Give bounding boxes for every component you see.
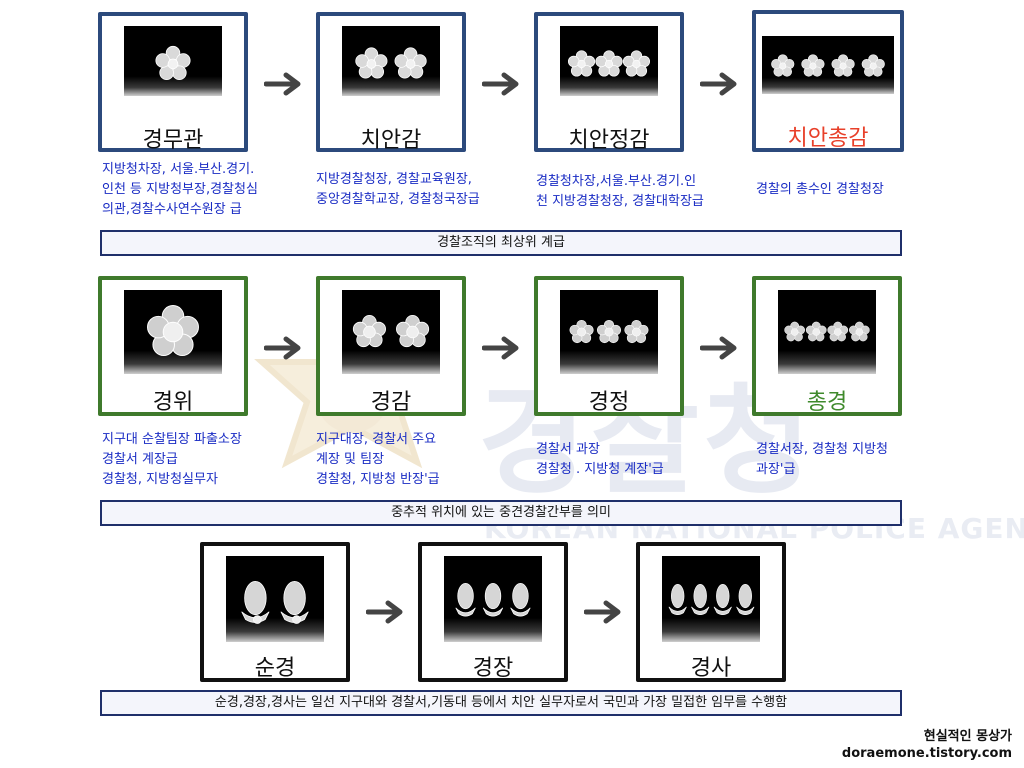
rank-desc-chianchonggam: 경찰의 총수인 경찰청장 bbox=[756, 180, 884, 200]
desc-line: 지구대장, 경찰서 주요 bbox=[316, 432, 437, 447]
insignia-2-diamond-blossom-icon bbox=[352, 314, 430, 348]
rank-desc-gyeonggam: 지구대장, 경찰서 주요 계장 및 팀장 경찰청, 지방청 반장'급 bbox=[316, 430, 440, 490]
rank-label: 경무관 bbox=[142, 128, 204, 153]
rank-label: 순경 bbox=[254, 656, 296, 681]
rank-desc-gyeongjeong: 경찰서 과장 경찰청 . 지방청 계장'급 bbox=[536, 440, 664, 480]
insignia-photo bbox=[444, 556, 542, 642]
rank-card-gyeongjeong: 경정 bbox=[534, 276, 684, 416]
rank-label: 경장 bbox=[472, 656, 514, 681]
rank-card-sungyeong: 순경 bbox=[200, 542, 350, 682]
arrow-right-icon bbox=[366, 600, 403, 624]
insignia-photo bbox=[342, 290, 440, 374]
desc-line: 의관,경찰수사연수원장 급 bbox=[102, 202, 242, 217]
rank-desc-gyeongwi: 지구대 순찰팀장 파출소장 경찰서 계장급 경찰청, 지방청실무자 bbox=[102, 430, 242, 490]
desc-line: 경찰서장, 경찰청 지방청 bbox=[756, 442, 888, 457]
rank-card-gyeonggam: 경감 bbox=[316, 276, 466, 416]
summary-bar-top: 경찰조직의 최상위 계급 bbox=[100, 230, 902, 256]
rank-desc-gyeongmugwan: 지방청차장, 서울.부산.경기. 인천 등 지방청부장,경찰청심 의관,경찰수사… bbox=[102, 160, 258, 220]
insignia-photo bbox=[662, 556, 760, 642]
rank-card-gyeongwi: 경위 bbox=[98, 276, 248, 416]
rank-label: 경정 bbox=[588, 390, 630, 415]
insignia-3-diamond-blossom-icon bbox=[569, 319, 649, 344]
blog-credit: 현실적인 몽상가 doraemone.tistory.com bbox=[842, 728, 1012, 762]
insignia-photo bbox=[124, 290, 222, 374]
rank-label-highlight: 치안총감 bbox=[787, 126, 869, 151]
summary-bar-bottom: 순경,경장,경사는 일선 지구대와 경찰서,기동대 등에서 치안 실무자로서 국… bbox=[100, 690, 902, 716]
rank-desc-chonggyeong: 경찰서장, 경찰청 지방청 과장'급 bbox=[756, 440, 888, 480]
desc-line: 지구대 순찰팀장 파출소장 bbox=[102, 432, 242, 447]
desc-line: 경찰서 과장 bbox=[536, 442, 600, 457]
desc-line: 경찰청, 지방청실무자 bbox=[102, 472, 218, 487]
desc-line: 경찰청차장,서울.부산.경기.인 bbox=[536, 174, 697, 189]
insignia-photo bbox=[560, 290, 658, 374]
insignia-photo bbox=[342, 26, 440, 96]
desc-line: 경찰청 . 지방청 계장'급 bbox=[536, 462, 664, 477]
summary-bar-middle: 중추적 위치에 있는 중견경찰간부를 의미 bbox=[100, 500, 902, 526]
desc-line: 과장'급 bbox=[756, 462, 796, 477]
arrow-right-icon bbox=[482, 72, 519, 96]
insignia-4-diamond-blossom-icon bbox=[784, 321, 870, 342]
rank-label: 경감 bbox=[370, 390, 412, 415]
rank-label: 경위 bbox=[152, 390, 194, 415]
insignia-1-blossom-icon bbox=[155, 45, 191, 81]
rank-label: 치안감 bbox=[360, 128, 422, 153]
desc-line: 경찰청, 지방청 반장'급 bbox=[316, 472, 440, 487]
rank-label-highlight: 총경 bbox=[806, 390, 848, 415]
arrow-right-icon bbox=[700, 72, 737, 96]
desc-line: 인천 등 지방청부장,경찰청심 bbox=[102, 182, 258, 197]
rank-card-chianjeonggam: 치안정감 bbox=[534, 12, 684, 153]
desc-line: 중앙경찰학교장, 경찰청국장급 bbox=[316, 192, 480, 207]
rank-card-chonggyeong: 총경 bbox=[752, 276, 902, 416]
insignia-3-blossom-icon bbox=[567, 50, 651, 77]
rank-desc-chiangam: 지방경찰청장, 경찰교육원장, 중앙경찰학교장, 경찰청국장급 bbox=[316, 170, 480, 210]
insignia-2-blossom-icon bbox=[355, 47, 427, 79]
desc-line: 천 지방경찰청장, 경찰대학장급 bbox=[536, 194, 704, 209]
arrow-right-icon bbox=[584, 600, 621, 624]
rank-desc-chianjeonggam: 경찰청차장,서울.부산.경기.인 천 지방경찰청장, 경찰대학장급 bbox=[536, 172, 704, 212]
rank-label: 치안정감 bbox=[568, 128, 650, 153]
insignia-photo bbox=[226, 556, 324, 642]
desc-line: 계장 및 팀장 bbox=[316, 452, 385, 467]
arrow-right-icon bbox=[264, 336, 301, 360]
insignia-3-bud-icon bbox=[455, 582, 531, 617]
insignia-photo bbox=[560, 26, 658, 96]
insignia-2-bud-icon bbox=[241, 580, 309, 624]
insignia-photo bbox=[762, 36, 894, 94]
insignia-1-diamond-blossom-icon bbox=[147, 305, 199, 357]
desc-line: 경찰서 계장급 bbox=[102, 452, 178, 467]
blog-url[interactable]: doraemone.tistory.com bbox=[841, 746, 1012, 761]
desc-line: 지방청차장, 서울.부산.경기. bbox=[102, 162, 255, 177]
insignia-4-bud-icon bbox=[668, 584, 755, 615]
insignia-4-blossom-icon bbox=[771, 54, 885, 77]
arrow-right-icon bbox=[700, 336, 737, 360]
rank-card-chiangam: 치안감 bbox=[316, 12, 466, 153]
rank-card-gyeongmugwan: 경무관 bbox=[98, 12, 248, 153]
blog-name: 현실적인 몽상가 bbox=[923, 729, 1012, 744]
arrow-right-icon bbox=[264, 72, 301, 96]
desc-line: 경찰의 총수인 경찰청장 bbox=[756, 182, 884, 197]
rank-card-gyeongsa: 경사 bbox=[636, 542, 786, 682]
insignia-photo bbox=[778, 290, 876, 374]
desc-line: 지방경찰청장, 경찰교육원장, bbox=[316, 172, 472, 187]
rank-label: 경사 bbox=[690, 656, 732, 681]
rank-card-chianchonggam: 치안총감 bbox=[752, 10, 904, 152]
rank-card-gyeongjang: 경장 bbox=[418, 542, 568, 682]
insignia-photo bbox=[124, 26, 222, 96]
arrow-right-icon bbox=[482, 336, 519, 360]
